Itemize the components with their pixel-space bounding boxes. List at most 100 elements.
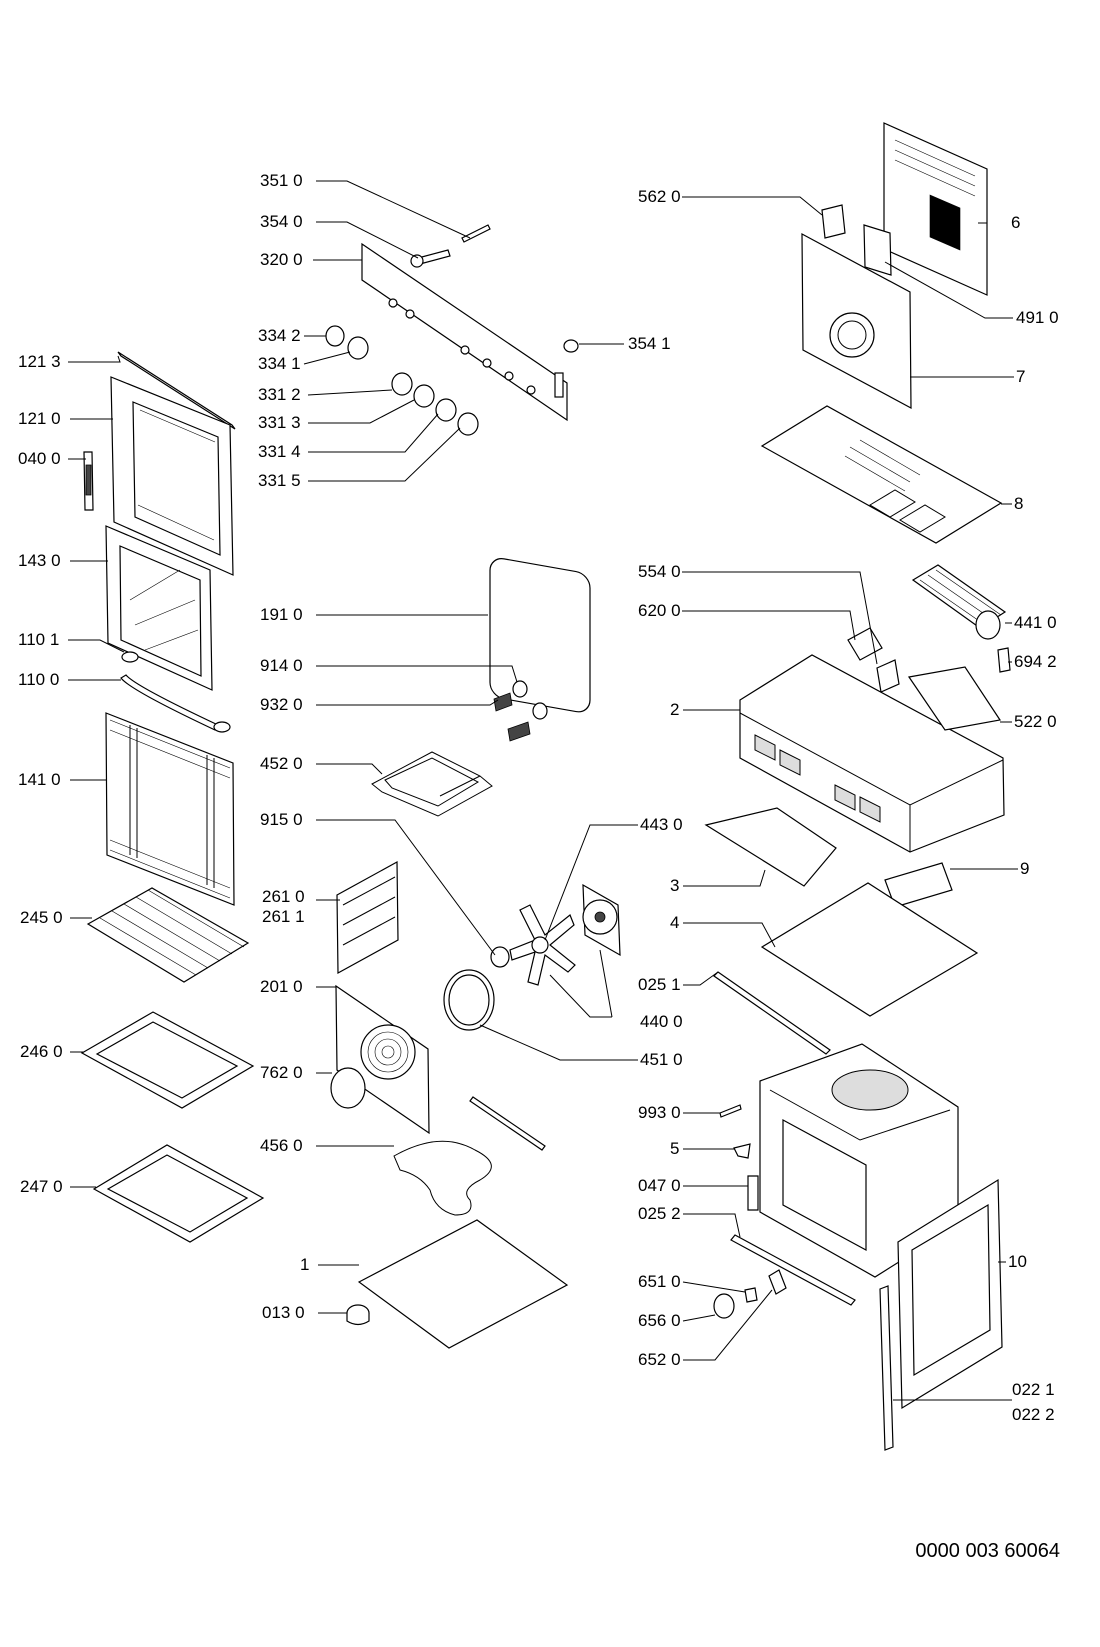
outer-door-frame [110,376,234,576]
label-620-0: 620 0 [638,601,681,620]
thermostat-bracket [821,204,846,239]
label-022-1: 022 1 [1012,1380,1055,1399]
label-331-2: 331 2 [258,385,301,404]
bottom-heating-element [393,1096,546,1216]
label-9: 9 [1020,859,1029,878]
label-932-0: 932 0 [260,695,303,714]
label-5: 5 [670,1139,679,1158]
screw [719,1104,742,1118]
label-334-1: 334 1 [258,354,301,373]
relay-module [876,659,900,693]
indicator-ring [563,339,579,353]
wire-rack [86,887,250,983]
inner-door-glass [105,525,213,691]
electronics-housing [739,654,1005,853]
label-3: 3 [670,876,679,895]
latch [733,1143,751,1159]
label-354-0: 354 0 [260,212,303,231]
door-gasket-clip [121,651,139,663]
label-914-0: 914 0 [260,656,303,675]
fan-motor [582,883,621,957]
document-code: 0000 003 60064 [915,1540,1060,1562]
door-hinge [83,451,94,511]
label-441-0: 441 0 [1014,613,1057,632]
oven-bottom-panel [357,1219,569,1349]
label-491-0: 491 0 [1016,308,1059,327]
door-top-strip [117,351,236,430]
knob-set-a [325,325,369,360]
lamp-glass [713,1293,735,1319]
label-1: 1 [300,1255,309,1274]
control-panel [361,242,568,422]
door-hinge-strip [879,1285,894,1451]
fan-blade [509,904,576,986]
label-351-0: 351 0 [260,171,303,190]
label-993-0: 993 0 [638,1103,681,1122]
label-452-0: 452 0 [260,754,303,773]
leader-lines [68,180,1018,1401]
label-141-0: 141 0 [18,770,61,789]
label-331-5: 331 5 [258,471,301,490]
control-shaft [410,249,451,268]
fan-nut [490,946,510,968]
label-331-4: 331 4 [258,442,301,461]
door-handle [120,674,231,733]
label-246-0: 246 0 [20,1042,63,1061]
muffle-cavity [759,1043,959,1278]
label-354-1: 354 1 [628,334,671,353]
label-694-2: 694 2 [1014,652,1057,671]
label-121-3: 121 3 [18,352,61,371]
door-catch [747,1175,759,1211]
label-554-0: 554 0 [638,562,681,581]
label-261-1: 261 1 [262,907,305,926]
front-frame-panel [897,1178,1003,1410]
top-panel [760,405,1003,544]
oven-door-seal [489,558,591,713]
lamp-socket [744,1287,758,1303]
cooling-fan [911,564,1007,640]
label-025-1: 025 1 [638,975,681,994]
label-247-0: 247 0 [20,1177,63,1196]
drip-pan [92,1144,265,1243]
label-121-0: 121 0 [18,409,61,428]
side-rack-runners [336,860,399,975]
label-025-2: 025 2 [638,1204,681,1223]
label-451-0: 451 0 [640,1050,683,1069]
label-651-0: 651 0 [638,1272,681,1291]
label-022-2: 022 2 [1012,1405,1055,1424]
label-915-0: 915 0 [260,810,303,829]
lamp-holder [768,1269,787,1295]
side-panel [760,882,979,1017]
outer-glass-panel [105,712,235,906]
label-456-0: 456 0 [260,1136,303,1155]
label-320-0: 320 0 [260,250,303,269]
side-rail [713,971,831,1055]
label-652-0: 652 0 [638,1350,681,1369]
cover-bracket [704,807,837,887]
label-7: 7 [1016,367,1025,386]
label-047-0: 047 0 [638,1176,681,1195]
label-440-0: 440 0 [640,1012,683,1031]
label-562-0: 562 0 [638,187,681,206]
terminal-block [863,224,892,276]
fan-cover-plate [335,984,430,1135]
fan-heater-ring [443,969,495,1031]
rear-cover [883,122,988,296]
label-013-0: 013 0 [262,1303,305,1322]
power-board [907,666,1002,731]
label-8: 8 [1014,494,1023,513]
lamp-cover-and-holder [493,680,548,742]
label-143-0: 143 0 [18,551,61,570]
switch-module [847,627,883,661]
grill-element [371,751,493,817]
label-201-0: 201 0 [260,977,303,996]
knob-set-b [391,372,479,436]
label-261-0: 261 0 [262,887,305,906]
foot [346,1304,370,1326]
label-10: 10 [1008,1252,1027,1271]
label-040-0: 040 0 [18,449,61,468]
label-110-0: 110 0 [18,670,59,689]
label-334-2: 334 2 [258,326,301,345]
label-522-0: 522 0 [1014,712,1057,731]
